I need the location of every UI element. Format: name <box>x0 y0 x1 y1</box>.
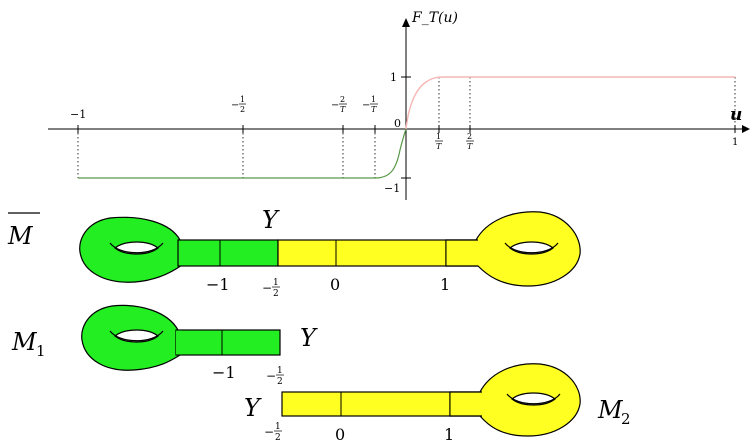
m1-tube <box>175 329 281 356</box>
function-graph: F_T(u) u 1 −1 0 −1 − <box>48 10 750 200</box>
m2-tick-neg-half: − 1 2 <box>264 422 282 443</box>
svg-text:1: 1 <box>436 132 441 141</box>
svg-text:2: 2 <box>467 132 472 141</box>
svg-text:−: − <box>362 100 370 111</box>
svg-text:M: M <box>11 328 38 356</box>
tick-label-pos1: 1 <box>732 137 738 148</box>
curve-positive <box>405 76 735 130</box>
y-tick-neg-label: −1 <box>384 182 400 195</box>
mbar-tube-yellow <box>277 239 447 267</box>
mbar-tick-0: 0 <box>330 275 340 294</box>
m2-y-label: Y <box>244 394 262 422</box>
tick-label-neg-1-over-T: − 1 T <box>362 95 378 114</box>
mbar-tick-1: 1 <box>440 275 450 294</box>
mbar-tick-neg1: −1 <box>206 275 230 294</box>
svg-text:1: 1 <box>371 95 376 104</box>
svg-text:1: 1 <box>36 342 46 360</box>
tick-label-neg-2-over-T: − 2 T <box>331 95 347 114</box>
m2-label: M 2 <box>597 396 631 428</box>
svg-text:M: M <box>7 222 34 250</box>
origin-label: 0 <box>394 117 401 130</box>
svg-text:−: − <box>331 100 339 111</box>
m2-tick-0: 0 <box>335 425 345 443</box>
m2-tube <box>281 391 451 417</box>
x-axis-arrow-icon <box>742 125 750 133</box>
svg-text:T: T <box>371 105 377 114</box>
svg-text:1: 1 <box>240 95 245 104</box>
y-tick-pos-label: 1 <box>390 71 397 84</box>
svg-text:−: − <box>262 281 272 295</box>
surface-m2: Y M 2 − 1 2 0 1 <box>244 363 631 443</box>
curve-negative <box>78 128 407 179</box>
svg-text:2: 2 <box>273 289 279 299</box>
tick-label-1-over-T: 1 T <box>435 132 443 151</box>
tick-label-neg1: −1 <box>70 108 86 121</box>
svg-text:1: 1 <box>273 278 279 288</box>
m1-tick-neg-half: − 1 2 <box>266 366 284 387</box>
guide-lines <box>77 77 736 178</box>
x-axis-label: u <box>730 105 742 125</box>
surface-mbar: M Y −1 − 1 2 <box>7 206 581 299</box>
svg-text:1: 1 <box>275 422 281 432</box>
svg-text:−: − <box>266 369 276 383</box>
svg-text:2: 2 <box>240 105 245 114</box>
y-axis-arrow-icon <box>402 18 410 27</box>
m1-y-label: Y <box>300 324 318 352</box>
svg-text:T: T <box>436 142 442 151</box>
y-axis-label: F_T(u) <box>411 10 458 26</box>
svg-text:T: T <box>467 142 473 151</box>
x-tick-labels: −1 − 1 2 − 2 T − 1 T 1 <box>70 95 738 151</box>
m1-tick-neg1: −1 <box>212 363 236 382</box>
svg-text:2: 2 <box>277 377 283 387</box>
m2-tick-1: 1 <box>444 425 454 443</box>
svg-text:1: 1 <box>277 366 283 376</box>
svg-text:−: − <box>264 425 274 439</box>
tick-label-2-over-T: 2 T <box>466 132 474 151</box>
mbar-tick-neg-half: − 1 2 <box>262 278 280 299</box>
mbar-y-label: Y <box>262 206 280 234</box>
svg-text:2: 2 <box>621 410 631 428</box>
mbar-tube-green <box>177 239 279 267</box>
svg-text:−: − <box>231 100 239 111</box>
svg-text:M: M <box>597 396 624 424</box>
tick-label-neg-half: − 1 2 <box>231 95 246 114</box>
svg-text:2: 2 <box>340 95 345 104</box>
m1-label: M 1 <box>11 328 46 360</box>
mbar-label: M <box>7 212 40 250</box>
svg-text:2: 2 <box>275 433 281 443</box>
svg-text:T: T <box>340 105 346 114</box>
surface-m1: M 1 Y −1 − 1 2 <box>11 304 318 387</box>
